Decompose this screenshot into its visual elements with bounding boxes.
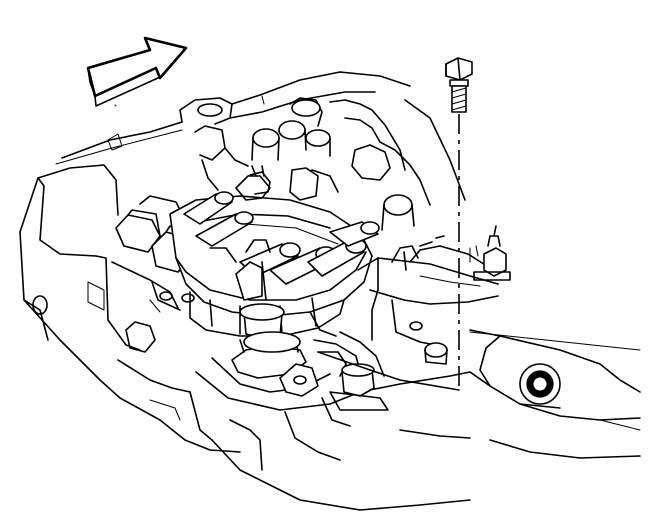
mounting-nut <box>473 225 511 281</box>
engine-block <box>19 121 471 511</box>
detail-marks <box>107 95 479 313</box>
direction-arrow <box>86 36 188 107</box>
lower-mount <box>399 329 641 459</box>
distributor-hold-down-bolt <box>317 57 473 391</box>
intake-manifold <box>179 71 466 231</box>
mounting-bracket <box>195 235 499 411</box>
hold-down-nut <box>321 363 389 427</box>
spark-plug-wire-boots <box>183 165 380 301</box>
